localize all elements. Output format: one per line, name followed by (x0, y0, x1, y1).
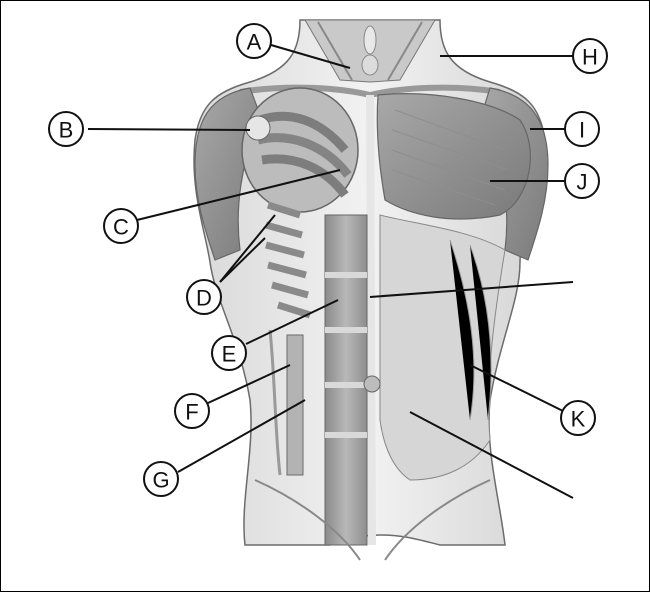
left-chest-dissected (242, 88, 358, 212)
rectus-abdominis (325, 215, 367, 545)
right-pectoralis-major (377, 94, 530, 219)
label-a: A (237, 24, 271, 58)
right-abdomen-oblique (364, 215, 505, 480)
label-d-text: D (196, 286, 212, 311)
label-c: C (104, 209, 138, 243)
label-a-text: A (247, 30, 262, 55)
label-b: B (49, 112, 83, 146)
label-b-text: B (59, 118, 74, 143)
label-g-text: G (152, 468, 169, 493)
leader-b (88, 129, 250, 130)
label-f: F (175, 394, 209, 428)
label-j-text: J (577, 170, 588, 195)
label-i: I (565, 112, 599, 146)
label-c-text: C (113, 215, 129, 240)
label-j: J (565, 164, 599, 198)
label-k-text: K (571, 407, 586, 432)
label-d: D (187, 280, 221, 314)
label-k: K (561, 401, 595, 435)
label-f-text: F (185, 400, 198, 425)
label-e: E (212, 336, 246, 370)
label-h-text: H (582, 45, 598, 70)
label-g: G (144, 462, 178, 496)
label-i-text: I (579, 118, 585, 143)
sternum-linea-alba (370, 95, 372, 545)
label-h: H (573, 39, 607, 73)
label-e-text: E (222, 342, 237, 367)
